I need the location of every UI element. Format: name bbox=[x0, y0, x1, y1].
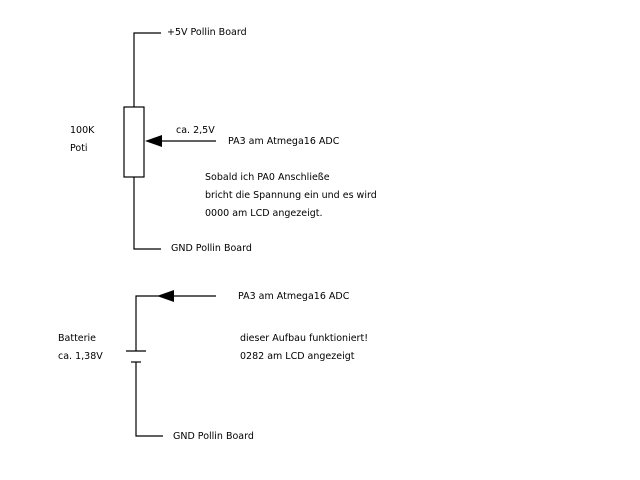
gnd-wire-2 bbox=[135, 362, 163, 437]
note-text-2: dieser Aufbau funktioniert! 0282 am LCD … bbox=[240, 333, 368, 362]
adc-label: PA3 am Atmega16 ADC bbox=[228, 136, 340, 147]
battery-label: Batterie ca. 1,38V bbox=[58, 333, 103, 362]
voltage-label: ca. 2,5V bbox=[176, 125, 215, 136]
gnd-wire bbox=[133, 177, 161, 250]
adc-arrow-icon bbox=[157, 290, 174, 302]
circuit-potentiometer bbox=[123, 32, 216, 250]
vcc-label: +5V Pollin Board bbox=[167, 27, 247, 38]
circuit-battery bbox=[126, 295, 216, 437]
note-text: Sobald ich PA0 Anschließe bricht die Spa… bbox=[205, 172, 377, 219]
wiper-arrow-icon bbox=[145, 135, 162, 147]
potentiometer-label: 100K Poti bbox=[70, 125, 95, 154]
potentiometer-body bbox=[123, 106, 145, 178]
vcc-wire bbox=[133, 32, 161, 107]
gnd-label-2: GND Pollin Board bbox=[173, 431, 254, 442]
gnd-label: GND Pollin Board bbox=[171, 243, 252, 254]
adc-wire bbox=[135, 295, 216, 351]
adc-label-2: PA3 am Atmega16 ADC bbox=[238, 291, 350, 302]
